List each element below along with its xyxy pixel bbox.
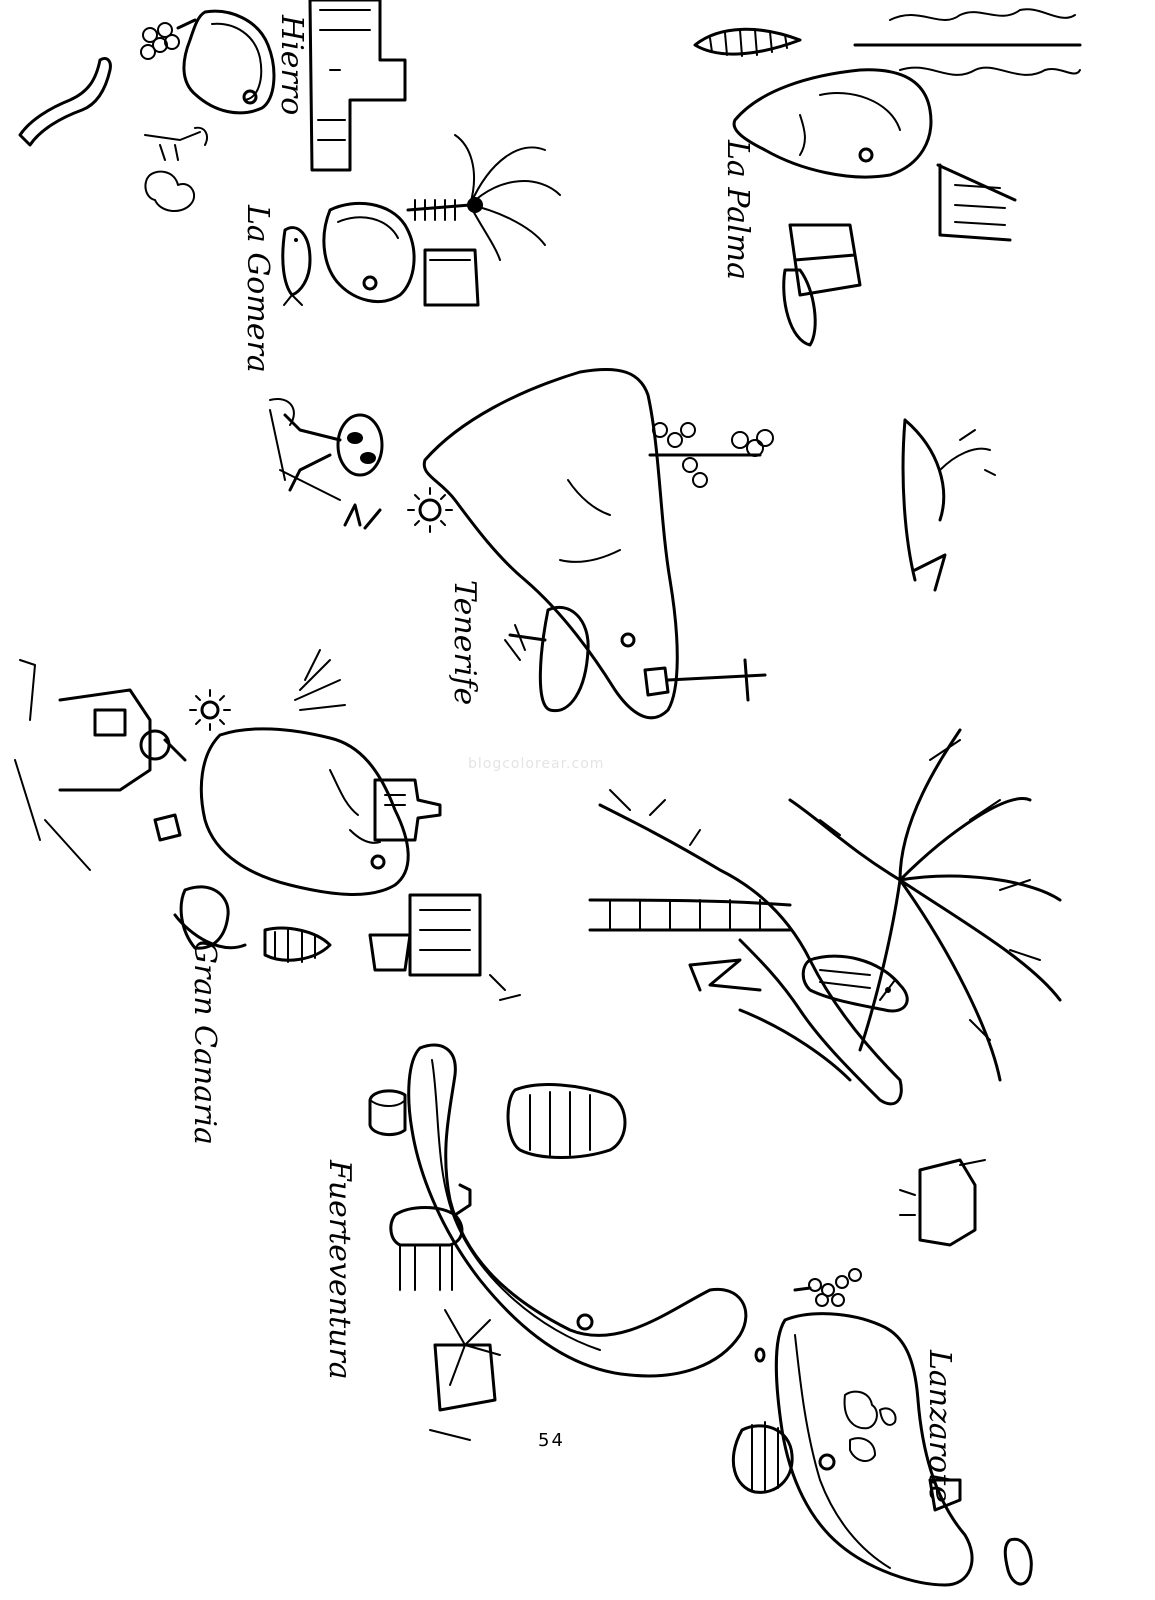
church-icon bbox=[368, 893, 482, 977]
island-fuerteventura bbox=[368, 1043, 748, 1441]
palm-tree-icon bbox=[588, 728, 1062, 1082]
bather-icon bbox=[269, 398, 384, 492]
sun-icon bbox=[189, 689, 231, 731]
sun-icon bbox=[407, 487, 453, 533]
island-la-gomera bbox=[281, 134, 561, 307]
page-number: 54 bbox=[538, 1430, 565, 1451]
camel-icon bbox=[389, 1183, 472, 1291]
cross-icon bbox=[643, 658, 767, 702]
banana-bunch-icon bbox=[263, 926, 332, 963]
label-lanzarote: Lanzarote bbox=[922, 1349, 957, 1503]
label-fuerteventura: Fuerteventura bbox=[322, 1159, 357, 1380]
church-icon bbox=[308, 0, 407, 172]
flower-icon bbox=[648, 422, 774, 488]
whale-icon bbox=[901, 418, 996, 592]
cactus-icon bbox=[294, 649, 346, 711]
banana-bunch-icon bbox=[693, 27, 802, 57]
dragon-tree-icon bbox=[504, 605, 590, 713]
onion-icon bbox=[731, 1421, 794, 1494]
tourist-icon bbox=[899, 1158, 986, 1247]
grapes-icon bbox=[793, 1268, 862, 1307]
island-la-palma bbox=[693, 8, 1082, 347]
parrot-icon bbox=[801, 954, 909, 1013]
tourist-icon bbox=[58, 688, 187, 792]
island-el-hierro bbox=[18, 0, 407, 212]
bottle-icon bbox=[373, 778, 442, 842]
sailboat-icon bbox=[936, 163, 1017, 242]
palm-tree-icon bbox=[406, 134, 561, 261]
island-lanzarote bbox=[731, 1312, 1033, 1587]
watermark: blogcolorear.com bbox=[468, 756, 605, 772]
island-gran-canaria bbox=[14, 649, 482, 977]
label-tenerife: Tenerife bbox=[447, 580, 482, 705]
cactus-icon bbox=[506, 1083, 627, 1159]
pine-tree-icon bbox=[853, 8, 1082, 76]
grapes-icon bbox=[140, 18, 197, 60]
label-el-hierro: Hierro bbox=[274, 14, 309, 115]
dragon-tree-icon bbox=[598, 789, 903, 1106]
fish-icon bbox=[281, 226, 312, 306]
label-la-palma: La Palma bbox=[720, 139, 755, 280]
label-la-gomera: La Gomera bbox=[240, 204, 275, 373]
label-gran-canaria: Gran Canaria bbox=[187, 940, 222, 1145]
cheese-icon bbox=[368, 1089, 407, 1137]
tourist-icon bbox=[144, 126, 208, 161]
island-tenerife bbox=[269, 367, 996, 720]
windmill-icon bbox=[433, 1309, 501, 1412]
